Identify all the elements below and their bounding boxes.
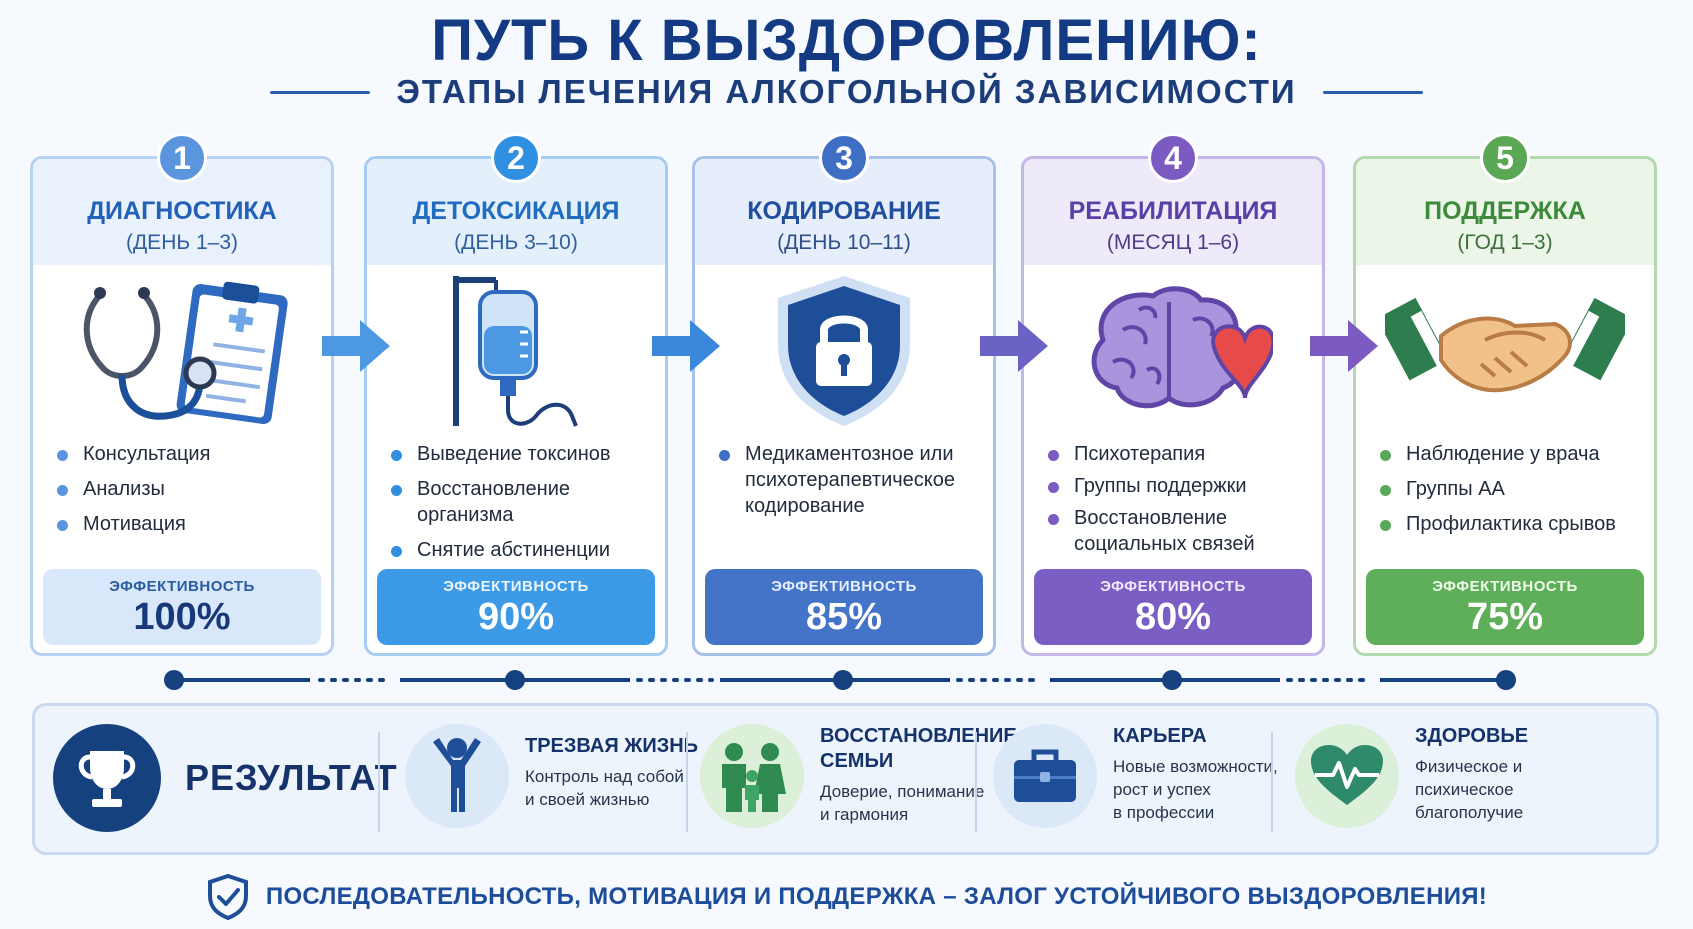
stage-number-badge: 1 [157, 133, 207, 183]
divider [1322, 90, 1423, 94]
timeline [164, 670, 1516, 690]
result-item-heading: ТРЕЗВАЯ ЖИЗНЬ [525, 735, 699, 757]
list-item: Снятие абстиненции [387, 537, 663, 563]
footer: ПОСЛЕДОВАТЕЛЬНОСТЬ, МОТИВАЦИЯ И ПОДДЕРЖК… [0, 874, 1693, 920]
stage-period: (ГОД 1–3) [1457, 231, 1553, 254]
stage-period: (МЕСЯЦ 1–6) [1106, 231, 1240, 254]
list-item: Восстановление организма [387, 476, 663, 528]
result-title: РЕЗУЛЬТАТ [185, 757, 398, 798]
page-title: ПУТЬ К ВЫЗДОРОВЛЕНИЮ: [431, 8, 1262, 73]
brain-heart-icon [1024, 271, 1322, 429]
stage-number-badge: 2 [491, 133, 541, 183]
effectiveness-label: ЭФФЕКТИВНОСТЬ [443, 578, 589, 595]
result-item-description: Физическое и психическое благополучие [1415, 757, 1524, 822]
result-item-description: Доверие, понимание и гармония [820, 782, 985, 824]
result-item-sober-life: ТРЕЗВАЯ ЖИЗНЬ Контроль над собой и своей… [405, 724, 698, 840]
stage-card-diagnostics: 1 ДИАГНОСТИКА (ДЕНЬ 1–3) Консультация Ан… [30, 133, 334, 656]
stage-item-list: Консультация Анализы Мотивация [53, 441, 329, 546]
list-item: Наблюдение у врача [1376, 441, 1652, 467]
iv-drip-icon [367, 271, 665, 429]
stage-number-badge: 5 [1480, 133, 1530, 183]
stage-name: ПОДДЕРЖКА [1424, 197, 1586, 225]
stage-name: РЕАБИЛИТАЦИЯ [1068, 197, 1278, 225]
stage-item-list: Выведение токсинов Восстановление органи… [387, 441, 663, 572]
result-item-heading: ВОССТАНОВЛЕНИЕ СЕМЬИ [820, 725, 1017, 772]
shield-check-icon [207, 874, 248, 920]
effectiveness-label: ЭФФЕКТИВНОСТЬ [771, 578, 917, 595]
results-panel: РЕЗУЛЬТАТ ТРЕЗВАЯ ЖИЗНЬ Контроль над соб… [32, 703, 1659, 855]
stage-card-support: 5 ПОДДЕРЖКА (ГОД 1–3) Наблюдение у врача… [1353, 133, 1657, 656]
effectiveness-box: ЭФФЕКТИВНОСТЬ 90% [377, 569, 655, 645]
effectiveness-box: ЭФФЕКТИВНОСТЬ 75% [1366, 569, 1644, 645]
arrow-right-icon [652, 320, 720, 372]
result-item-description: Новые возможности, рост и успех в профес… [1113, 757, 1278, 822]
effectiveness-value: 75% [1466, 596, 1544, 638]
effectiveness-label: ЭФФЕКТИВНОСТЬ [1100, 578, 1246, 595]
divider [1271, 732, 1273, 832]
stage-card-rehab: 4 РЕАБИЛИТАЦИЯ (МЕСЯЦ 1–6) Психотерапия … [1021, 133, 1325, 656]
stage-name: ДИАГНОСТИКА [87, 197, 277, 225]
stage-period: (ДЕНЬ 3–10) [454, 231, 578, 254]
effectiveness-label: ЭФФЕКТИВНОСТЬ [1432, 578, 1578, 595]
list-item: Группы АА [1376, 476, 1652, 502]
list-item: Группы поддержки [1044, 473, 1320, 499]
effectiveness-value: 100% [133, 596, 231, 638]
family-icon [700, 724, 804, 828]
list-item: Мотивация [53, 511, 329, 537]
list-item: Психотерапия [1044, 441, 1320, 467]
list-item: Профилактика срывов [1376, 511, 1652, 537]
list-item: Медикаментозное или психотерапевтическое… [715, 441, 991, 519]
stage-card-coding: 3 КОДИРОВАНИЕ (ДЕНЬ 10–11) Медикаментозн… [692, 133, 996, 656]
arrow-right-icon [1310, 320, 1378, 372]
stage-period: (ДЕНЬ 1–3) [125, 231, 239, 254]
effectiveness-label: ЭФФЕКТИВНОСТЬ [109, 578, 255, 595]
trophy-icon [53, 724, 161, 832]
result-item-family: ВОССТАНОВЛЕНИЕ СЕМЬИ Доверие, понимание … [700, 724, 1017, 840]
stage-number-badge: 3 [819, 133, 869, 183]
divider [975, 732, 977, 832]
divider [686, 732, 688, 832]
stage-item-list: Наблюдение у врача Группы АА Профилактик… [1376, 441, 1652, 546]
stage-item-list: Медикаментозное или психотерапевтическое… [715, 441, 991, 528]
divider [270, 90, 371, 94]
footer-slogan: ПОСЛЕДОВАТЕЛЬНОСТЬ, МОТИВАЦИЯ И ПОДДЕРЖК… [265, 883, 1488, 910]
stage-card-detox: 2 ДЕТОКСИКАЦИЯ (ДЕНЬ 3–10) Выведение ток… [364, 133, 668, 656]
stage-number-badge: 4 [1148, 133, 1198, 183]
list-item: Консультация [53, 441, 329, 467]
handshake-icon [1356, 271, 1654, 429]
subtitle-row: ЭТАПЫ ЛЕЧЕНИЯ АЛКОГОЛЬНОЙ ЗАВИСИМОСТИ [0, 68, 1693, 116]
person-icon [405, 724, 509, 828]
result-item-description: Контроль над собой и своей жизнью [525, 767, 684, 809]
shield-lock-icon [695, 271, 993, 429]
result-item-heading: ЗДОРОВЬЕ [1415, 725, 1529, 747]
divider [378, 732, 380, 832]
list-item: Выведение токсинов [387, 441, 663, 467]
arrow-right-icon [322, 320, 390, 372]
stethoscope-clipboard-icon [33, 271, 331, 429]
result-item-career: КАРЬЕРА Новые возможности, рост и успех … [993, 724, 1278, 840]
effectiveness-box: ЭФФЕКТИВНОСТЬ 100% [43, 569, 321, 645]
effectiveness-box: ЭФФЕКТИВНОСТЬ 80% [1034, 569, 1312, 645]
result-heading: РЕЗУЛЬТАТ [53, 724, 398, 832]
arrow-right-icon [980, 320, 1048, 372]
list-item: Восстановление социальных связей [1044, 505, 1320, 557]
stage-item-list: Психотерапия Группы поддержки Восстановл… [1044, 441, 1320, 563]
briefcase-icon [993, 724, 1097, 828]
effectiveness-value: 90% [477, 596, 555, 638]
list-item: Анализы [53, 476, 329, 502]
effectiveness-value: 85% [805, 596, 883, 638]
effectiveness-box: ЭФФЕКТИВНОСТЬ 85% [705, 569, 983, 645]
stage-name: КОДИРОВАНИЕ [747, 197, 941, 225]
stage-period: (ДЕНЬ 10–11) [777, 231, 911, 254]
page-subtitle: ЭТАПЫ ЛЕЧЕНИЯ АЛКОГОЛЬНОЙ ЗАВИСИМОСТИ [396, 73, 1297, 110]
result-item-heading: КАРЬЕРА [1113, 725, 1207, 747]
result-item-health: ЗДОРОВЬЕ Физическое и психическое благоп… [1295, 724, 1528, 840]
effectiveness-value: 80% [1134, 596, 1212, 638]
stage-name: ДЕТОКСИКАЦИЯ [412, 197, 620, 225]
heart-pulse-icon [1295, 724, 1399, 828]
